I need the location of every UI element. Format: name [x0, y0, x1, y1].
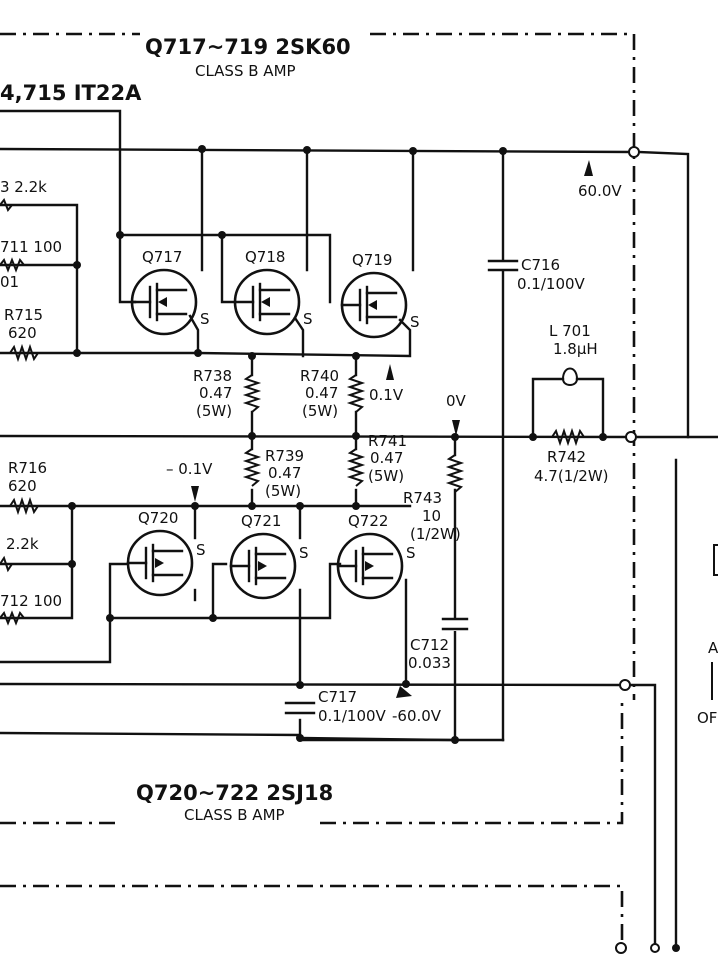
source-pin-label: S	[299, 544, 309, 562]
voltage-markers	[191, 160, 593, 698]
bottom-block-border	[0, 884, 624, 948]
c717-label: C717	[318, 688, 357, 706]
capacitors	[284, 259, 519, 715]
terminals	[615, 146, 680, 954]
c716-label: C716	[521, 256, 560, 274]
capacitor-c712	[441, 617, 469, 631]
transistor-label: Q720	[138, 509, 178, 527]
source-pin-label: S	[406, 544, 416, 562]
c717-value: 0.1/100V	[318, 707, 387, 725]
lower-block-title: Q720~722 2SJ18	[136, 781, 333, 805]
source-pin-label: S	[200, 310, 210, 328]
junction-dots	[68, 145, 607, 744]
upper-block-border	[0, 32, 636, 700]
resistors	[0, 198, 585, 626]
r711-label: 711 100	[0, 238, 62, 256]
upper-block-title: Q717~719 2SK60	[145, 35, 351, 59]
resistor-r739	[242, 448, 262, 487]
pos-rail-voltage: 60.0V	[578, 182, 622, 200]
r714-value: 2.2k	[6, 535, 39, 553]
capacitor-c716	[487, 259, 519, 272]
upper-mid-voltage: 0.1V	[369, 386, 404, 404]
resistor-r716	[9, 496, 39, 516]
r742-label: R742	[547, 448, 586, 466]
output-voltage: 0V	[446, 392, 467, 410]
driver-label: 4,715 IT22A	[0, 81, 142, 105]
r741-value: 0.47	[370, 449, 403, 467]
negative-rail	[0, 682, 620, 687]
lower-block-border	[0, 700, 624, 825]
r739-power: (5W)	[265, 482, 301, 500]
r740-label: R740	[300, 367, 339, 385]
resistor-r740	[346, 374, 366, 413]
r738-power: (5W)	[196, 402, 232, 420]
r739-label: R739	[265, 447, 304, 465]
capacitor-c717	[284, 700, 316, 715]
r738-label: R738	[193, 367, 232, 385]
transistor-label: Q722	[348, 512, 388, 530]
r711-sub-label: 01	[0, 273, 19, 291]
edge-component	[713, 544, 718, 576]
transistor-label: Q719	[352, 251, 392, 269]
output-bus	[0, 434, 634, 439]
resistor-r743	[445, 454, 465, 493]
r716-value: 620	[8, 477, 37, 495]
transistor-label: Q718	[245, 248, 285, 266]
r740-power: (5W)	[302, 402, 338, 420]
lower-block-subtitle: CLASS B AMP	[184, 806, 285, 824]
r712-label: 712 100	[0, 592, 62, 610]
source-pin-label: S	[410, 313, 420, 331]
source-pin-label: S	[303, 310, 313, 328]
resistor-r715	[9, 343, 39, 363]
positive-rail	[0, 147, 634, 154]
resistor-r738	[242, 374, 262, 413]
r716-label: R716	[8, 459, 47, 477]
l701-value: 1.8μH	[553, 340, 598, 358]
c716-value: 0.1/100V	[517, 275, 586, 293]
r715-value: 620	[8, 324, 37, 342]
resistor-r713	[0, 198, 13, 212]
resistor-r712	[0, 610, 25, 626]
r713-label: 3 2.2k	[0, 178, 47, 196]
edge-text-of: OF	[697, 709, 717, 727]
edge-text-a: A	[708, 639, 718, 657]
r739-value: 0.47	[268, 464, 301, 482]
c712-value: 0.033	[408, 654, 451, 672]
transistor-label: Q717	[142, 248, 182, 266]
resistor-r741	[346, 448, 366, 487]
r740-value: 0.47	[305, 384, 338, 402]
source-pin-label: S	[196, 541, 206, 559]
r742-value: 4.7(1/2W)	[534, 467, 609, 485]
r738-value: 0.47	[199, 384, 232, 402]
resistor-r742	[551, 427, 585, 447]
lower-mid-voltage: – 0.1V	[166, 460, 213, 478]
r715-label: R715	[4, 306, 43, 324]
c712-label: C712	[410, 636, 449, 654]
r741-label: R741	[368, 432, 407, 450]
r743-power: (1/2W)	[410, 525, 461, 543]
resistor-r714	[0, 555, 13, 573]
neg-rail-voltage: -60.0V	[392, 707, 442, 725]
inductor-l701	[562, 367, 578, 386]
transistor-label: Q721	[241, 512, 281, 530]
resistor-r711	[0, 257, 25, 273]
r743-label: R743	[403, 489, 442, 507]
r743-value: 10	[422, 507, 441, 525]
upper-block-subtitle: CLASS B AMP	[195, 62, 296, 80]
l701-label: L 701	[549, 322, 591, 340]
r741-power: (5W)	[368, 467, 404, 485]
